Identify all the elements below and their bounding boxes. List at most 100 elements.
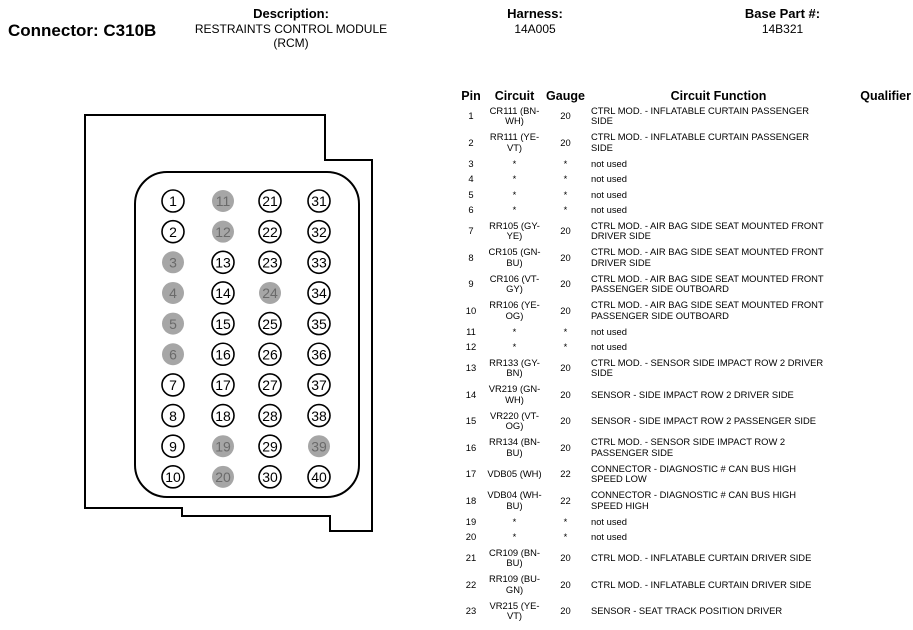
pin-cavity: 27 xyxy=(258,373,282,397)
qualifier-cell xyxy=(849,355,911,382)
circuit-function-cell: not used xyxy=(588,530,849,546)
qualifier-header: Qualifier xyxy=(860,89,911,103)
gauge-cell: 20 xyxy=(560,441,571,453)
pin-number-label: 11 xyxy=(216,193,231,209)
pin-cavity: 10 xyxy=(161,465,185,489)
circuit-cell: * xyxy=(486,324,543,340)
description-value-line1: RESTRAINTS CONTROL MODULE xyxy=(194,22,388,36)
pin-number-label: 19 xyxy=(215,438,231,454)
gauge-cell: 20 xyxy=(560,278,571,289)
pin-number-label: 14 xyxy=(215,285,231,301)
circuit-function-line: CTRL MOD. - SENSOR SIDE IMPACT ROW 2 DRI… xyxy=(591,356,824,368)
pin-cavity: 12 xyxy=(212,220,234,243)
pin-cavity: 22 xyxy=(258,219,282,244)
qualifier-cell xyxy=(849,382,911,409)
gauge-cell: 20 xyxy=(560,136,571,148)
qualifier-cell xyxy=(849,598,911,625)
circuit-function-line: CTRL MOD. - INFLATABLE CURTAIN DRIVER SI… xyxy=(591,578,812,590)
pin-circle xyxy=(161,434,185,459)
pin-number-cell: 11 xyxy=(466,325,476,337)
pin-number-label: 6 xyxy=(169,346,177,362)
gauge-cell: * xyxy=(563,515,568,527)
circuit-line: RR111 (YE- xyxy=(489,131,540,143)
pin-number-label: 16 xyxy=(215,346,231,362)
qualifier-cell xyxy=(849,545,911,572)
circuit-function-cell: not used xyxy=(588,172,849,188)
circuit-header: Circuit xyxy=(494,89,535,103)
circuit-line: OG) xyxy=(505,420,524,432)
circuit-line: WH) xyxy=(505,393,524,405)
circuit-cell: CR109 (BN-BU) xyxy=(486,545,543,572)
pin-number-label: 5 xyxy=(169,316,177,332)
qualifier-cell xyxy=(849,103,911,130)
pin-number-label: 36 xyxy=(311,346,327,362)
pin-cavity: 17 xyxy=(211,373,235,397)
circuit-line: BU) xyxy=(506,499,523,511)
qualifier-cell xyxy=(849,271,911,298)
pin-number-cell: 7 xyxy=(468,225,474,236)
unused-pin-circle xyxy=(308,435,330,458)
unused-pin-circle xyxy=(212,220,234,243)
gauge-cell: * xyxy=(563,188,568,200)
pin-cavity: 39 xyxy=(308,435,330,458)
qualifier-cell xyxy=(849,203,911,219)
unused-pin-circle xyxy=(162,281,184,304)
circuit-cell: * xyxy=(486,530,543,546)
pin-circle xyxy=(307,403,331,428)
pin-table-header-row: Pin Circuit Gauge Circuit Function Quali… xyxy=(456,86,911,103)
pin-number-label: 30 xyxy=(262,469,278,485)
pin-number-label: 24 xyxy=(262,285,278,301)
circuit-function-line: not used xyxy=(591,531,627,542)
pin-number-label: 28 xyxy=(262,408,278,424)
circuit-function-line: SIDE xyxy=(591,115,613,127)
circuit-cell: CR106 (VT-GY) xyxy=(486,271,543,298)
pin-table-row: 6**not used xyxy=(456,203,911,219)
circuit-function-line: SENSOR - SIDE IMPACT ROW 2 PASSENGER SID… xyxy=(591,415,817,426)
unused-pin-circle xyxy=(212,190,234,212)
circuit-cell: VR220 (VT-OG) xyxy=(486,408,543,435)
pin-number-cell: 3 xyxy=(468,157,474,169)
circuit-line: OG) xyxy=(505,309,524,321)
pin-number-label: 37 xyxy=(311,377,327,393)
base-part-block: Base Part #: 14B321 xyxy=(720,6,845,36)
pin-cavity: 35 xyxy=(307,311,331,336)
pin-number-label: 7 xyxy=(169,377,177,393)
pin-number-label: 3 xyxy=(169,255,177,271)
connector-header: Connector: C310B Description: RESTRAINTS… xyxy=(0,0,913,70)
circuit-line: RR105 (GY- xyxy=(489,219,540,231)
qualifier-cell xyxy=(849,572,911,599)
gauge-cell: * xyxy=(563,204,568,215)
pin-number-cell: 9 xyxy=(468,278,474,289)
pin-cavity: 7 xyxy=(161,373,185,397)
pin-number-label: 8 xyxy=(169,408,177,424)
pin-circle xyxy=(258,250,282,275)
pin-number-label: 4 xyxy=(169,285,177,301)
pin-number-cell: 13 xyxy=(465,362,477,373)
circuit-line: RR134 (BN- xyxy=(488,436,541,448)
circuit-line: * xyxy=(512,531,517,542)
pin-cavity: 16 xyxy=(211,342,235,367)
circuit-line: * xyxy=(512,341,517,352)
circuit-line: BU) xyxy=(506,256,523,268)
circuit-line: RR109 (BU- xyxy=(488,573,541,585)
pin-number-label: 29 xyxy=(262,438,278,454)
pin-number-label: 32 xyxy=(311,224,327,240)
circuit-function-line: CONNECTOR - DIAGNOSTIC # CAN BUS HIGH xyxy=(591,462,797,474)
connector-title: Connector: C310B xyxy=(8,21,157,40)
qualifier-cell xyxy=(849,298,911,325)
pin-circle xyxy=(258,342,282,367)
circuit-function-line: CTRL MOD. - AIR BAG SIDE SEAT MOUNTED FR… xyxy=(591,219,824,231)
circuit-function-cell: SENSOR - SIDE IMPACT ROW 2 PASSENGER SID… xyxy=(588,408,849,435)
pin-number-label: 17 xyxy=(215,377,231,393)
pin-cavity: 24 xyxy=(259,281,281,304)
circuit-line: VR220 (VT- xyxy=(490,409,539,421)
circuit-function-cell: CTRL MOD. - INFLATABLE CURTAIN DRIVER SI… xyxy=(588,545,849,572)
pin-number-label: 25 xyxy=(262,316,278,332)
circuit-function-line: SIDE xyxy=(591,367,613,379)
pin-circle xyxy=(258,373,282,397)
circuit-line: VT) xyxy=(506,610,523,622)
pin-cavity: 38 xyxy=(307,403,331,428)
